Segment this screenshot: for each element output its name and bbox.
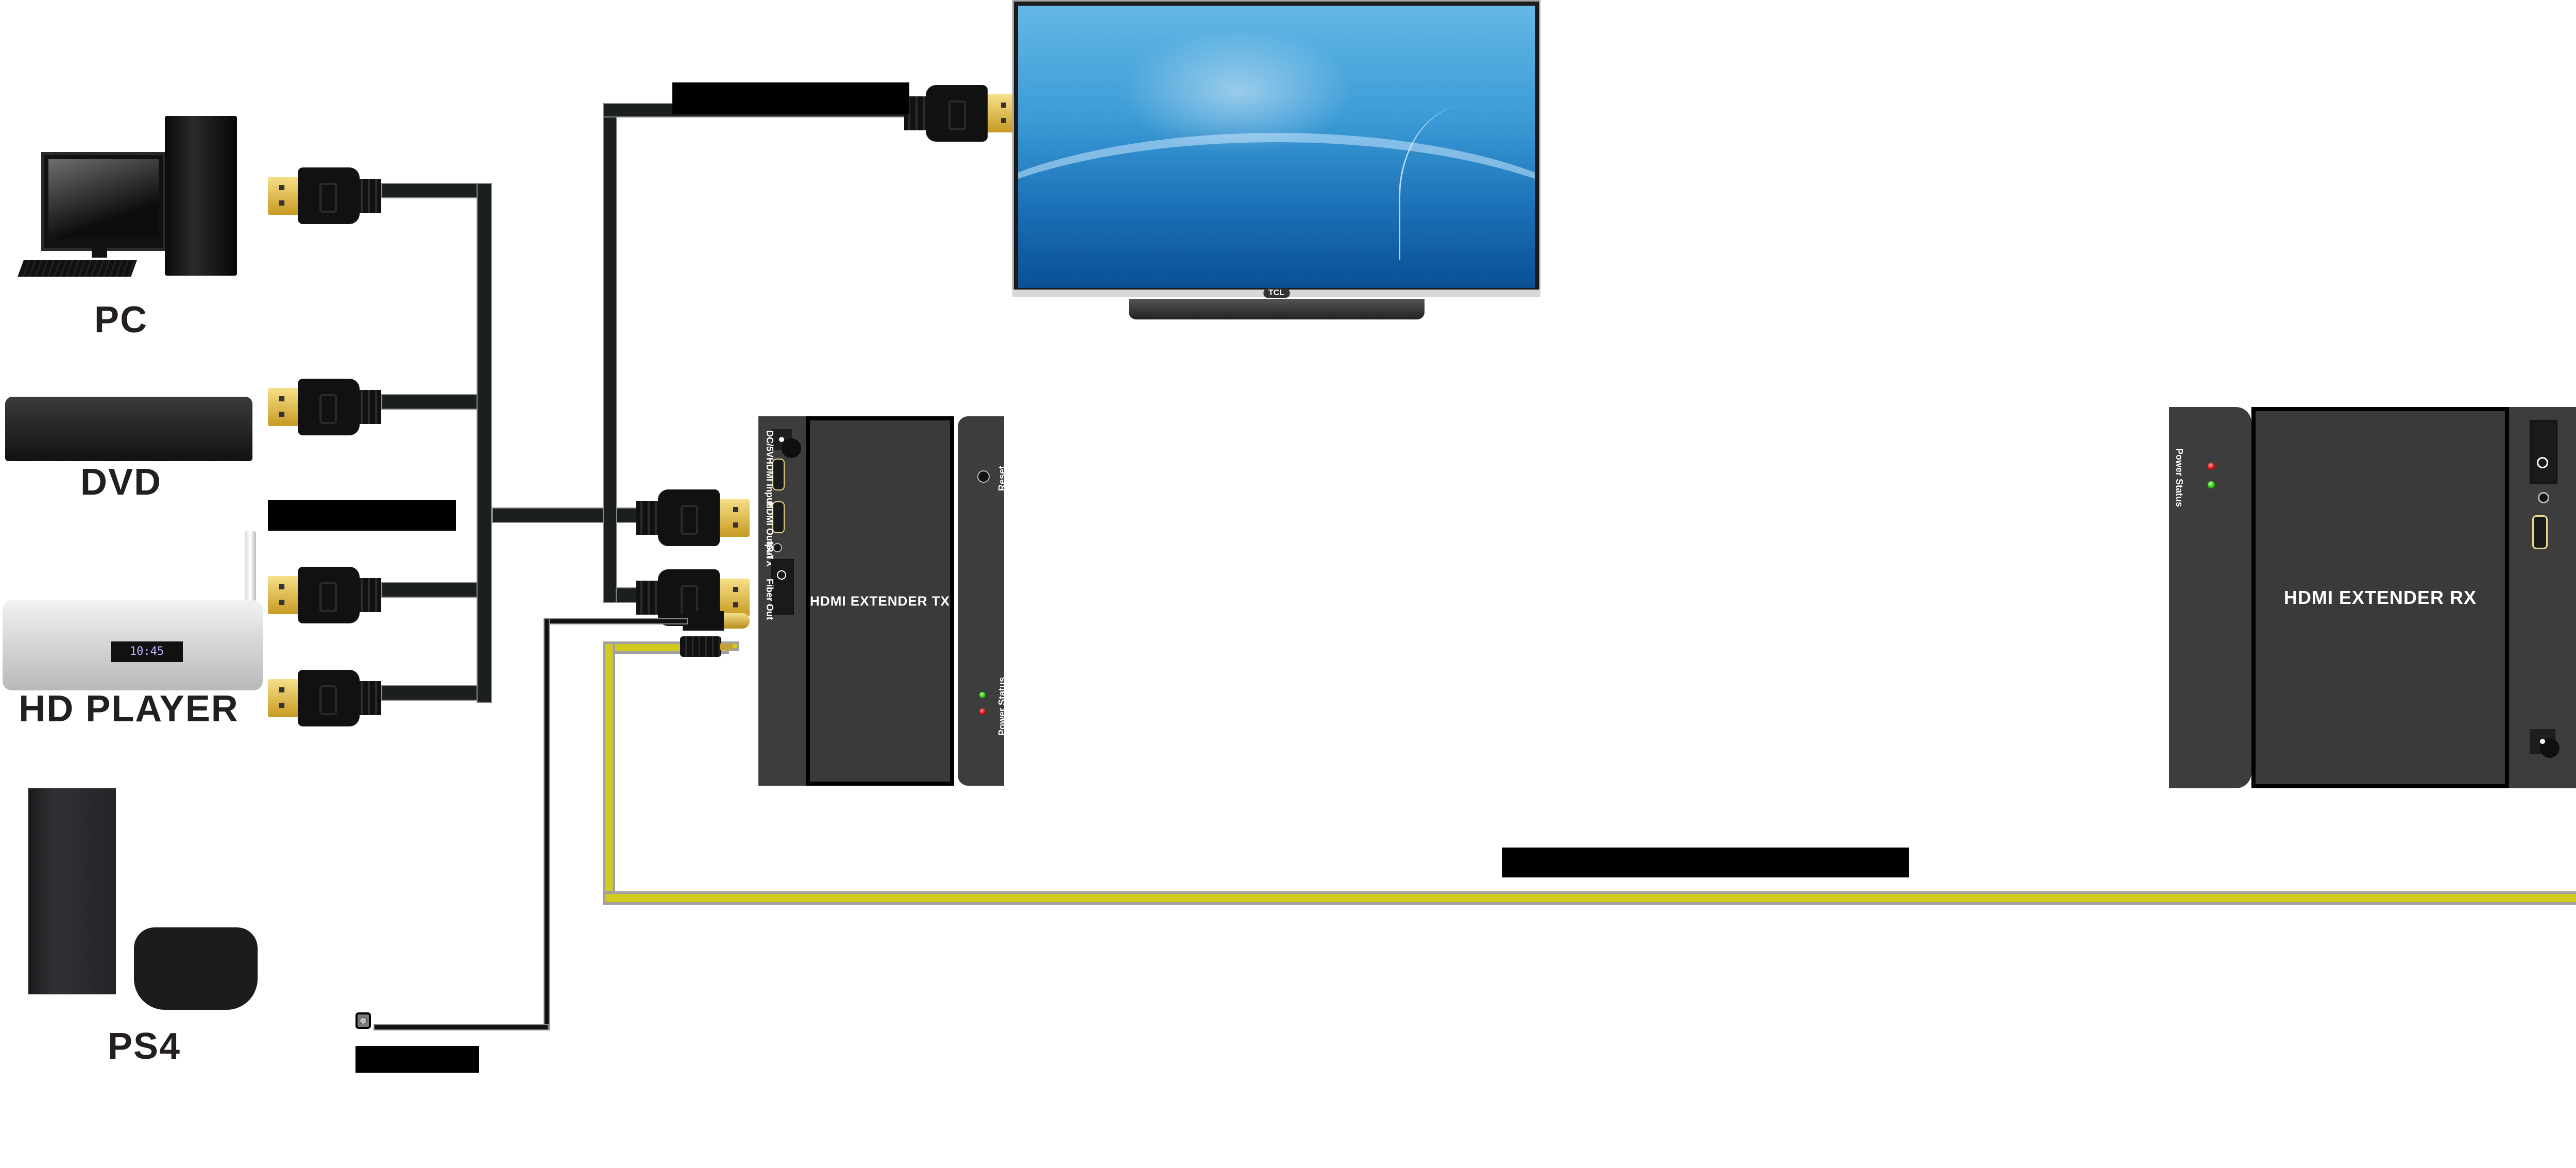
local-tv: TCL [1012,0,1540,322]
tx-face: HDMI EXTENDER TX [806,416,954,786]
local-tv-logo: TCL [1263,289,1290,298]
tx-hdmi-input-label: HDMI Input [765,458,775,506]
tx-ir-port[interactable] [773,543,782,552]
pc-label: PC [94,299,148,341]
hd-player-clock: 10:45 [111,641,183,662]
tx-hdmi-output-port[interactable] [772,501,785,533]
tx-dc-label: DC/5V [765,430,775,458]
rx-ir-port[interactable] [2538,492,2549,503]
cable-tx-output-vertical [603,103,617,603]
ir-emitter-label [355,1046,479,1073]
tx-hdmi-input-port[interactable] [772,459,785,490]
hdmi-cable-label-top [672,82,909,114]
cable-bus-to-tx [492,507,611,523]
cable-pc [381,183,484,198]
tx-dc-port[interactable] [771,429,801,458]
tx-reset-button[interactable] [977,470,990,483]
hdmi-plug-pc [268,167,381,224]
fiber-plug-tx [680,636,733,657]
rx-led-green [2208,481,2215,488]
cable-ps4 [381,685,484,701]
rx-face: HDMI EXTENDER RX [2251,407,2509,788]
hdmi-extender-tx: DC/5V HDMI Input HDMI Output IR-TX Fiber… [758,416,1176,786]
dvd-label: DVD [80,462,162,503]
hdmi-plug-hd-player [268,567,381,623]
fiber-cable-label [1502,848,1909,877]
ir-emitter-icon [355,1012,371,1029]
ir-tx-cable-h [544,618,688,624]
hdmi-plug-ps4 [268,670,381,726]
tx-title: HDMI EXTENDER TX [810,593,950,608]
cable-hd-player [381,582,484,598]
hdmi-extender-rx: Power Status HDMI EXTENDER RX Fiber In I… [2169,407,2576,788]
hdmi-plug-tx-input [636,489,750,546]
tx-status-label: Power Status [997,676,1007,736]
tx-port-panel: DC/5V HDMI Input HDMI Output IR-TX Fiber… [758,416,806,786]
cable-bus-vertical [477,183,492,703]
tx-led-red [979,708,986,715]
hd-player-label: HD PLAYER [19,688,239,730]
hdmi-cable-label-left [268,500,456,531]
rx-port-panel: Fiber In IR-RX HDMI Output DC/5V [2509,407,2576,788]
tx-reset-label: Reset [997,465,1007,491]
pc-monitor [41,152,166,251]
hdmi-plug-dvd [268,379,381,435]
hd-player-box: 10:45 [3,600,263,690]
dvd-player [5,397,252,461]
pc-tower [165,116,237,276]
keyboard [18,260,137,277]
rx-title: HDMI EXTENDER RX [2283,587,2477,608]
rx-status-panel: Power Status [2169,407,2251,788]
ps4-label: PS4 [107,1026,181,1067]
tx-fiber-port[interactable] [771,559,794,615]
rx-hdmi-output-port[interactable] [2532,515,2548,549]
ps4-controller [134,927,258,1010]
rx-status-label: Power Status [2174,448,2184,507]
tx-fiber-label: Fiber Out [765,579,775,620]
rx-fiber-port[interactable] [2530,420,2557,484]
ir-tx-jack [683,611,750,631]
ps4-console [28,788,116,994]
ir-tx-cable-v [544,618,550,1030]
ir-tx-cable-bottom [374,1024,549,1030]
monitor-stand [92,242,107,258]
fiber-segment [603,641,615,904]
hdmi-plug-local-tv [904,85,1018,142]
rx-dc-port[interactable] [2530,729,2560,758]
cable-dvd [381,394,484,410]
rx-led-red [2208,463,2215,470]
tx-led-green [979,692,986,698]
antenna [245,531,256,603]
fiber-segment [603,891,2576,905]
tx-status-panel: Reset Power Status [958,416,1007,786]
